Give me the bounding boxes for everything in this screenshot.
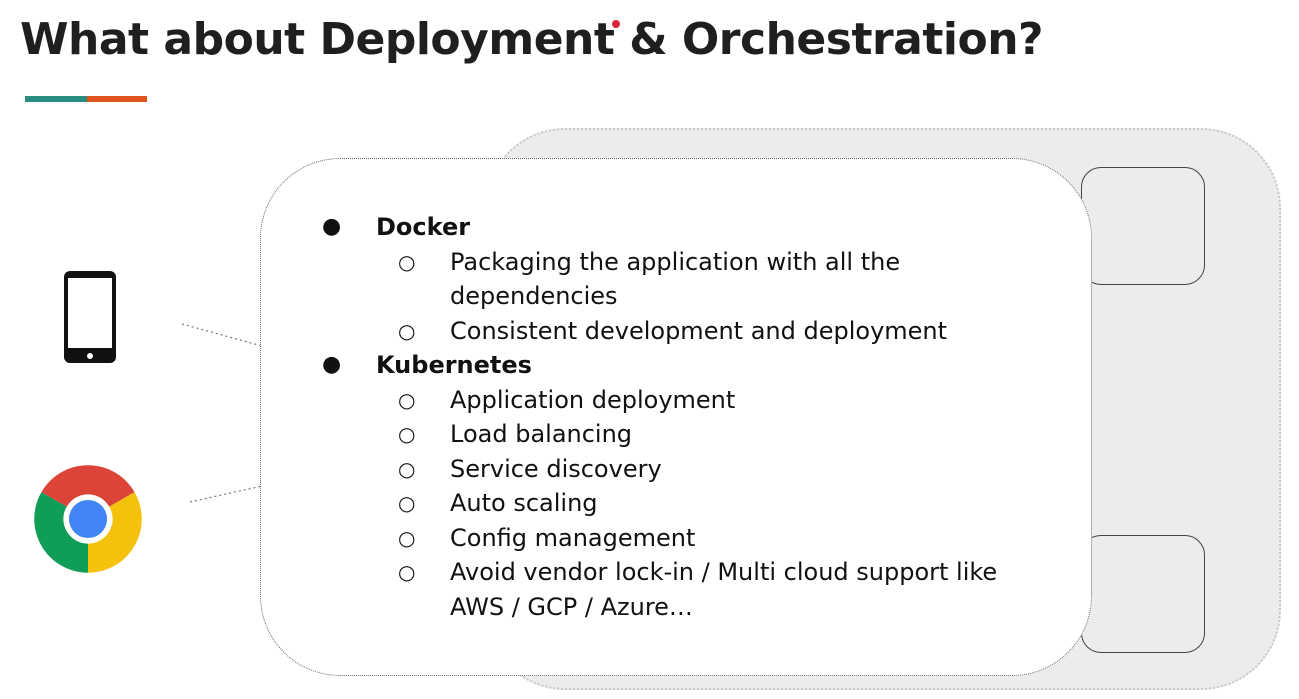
sub-item: ○ Consistent development and deployment: [398, 314, 1050, 349]
bullet-marker: ●: [322, 352, 342, 377]
sub-item: ○ Load balancing: [398, 417, 1050, 452]
sub-item-text: Auto scaling: [450, 489, 598, 517]
bullet-label: Docker: [376, 213, 471, 241]
smartphone-icon: [64, 271, 116, 363]
connector-browser: [189, 485, 263, 503]
sub-list-kubernetes: ○Application deployment ○Load balancing …: [322, 383, 1050, 625]
sub-marker: ○: [398, 318, 416, 343]
sub-marker: ○: [398, 491, 416, 515]
server-box-top: [1081, 167, 1205, 285]
chrome-browser-icon: [34, 465, 142, 573]
accent-bar-orange: [87, 96, 147, 102]
sub-item-text: Service discovery: [450, 454, 662, 483]
bullet-list: ● Docker ○ Packaging the application with…: [322, 210, 1050, 624]
sub-item-text: Config management: [450, 523, 696, 552]
server-box-bottom: [1081, 535, 1205, 653]
sub-marker: ○: [398, 422, 416, 446]
laser-pointer-dot: [612, 20, 620, 28]
sub-item: ○ Auto scaling: [398, 486, 1050, 521]
sub-item-text: Load balancing: [450, 420, 633, 448]
sub-item: ○ Avoid vendor lock-in / Multi cloud supp…: [398, 555, 1050, 624]
sub-marker: ○: [398, 249, 416, 274]
slide-title: What about Deployment & Orchestration?: [20, 14, 1044, 65]
sub-marker: ○: [398, 525, 416, 550]
sub-item-text: Avoid vendor lock-in / Multi cloud suppo…: [450, 558, 998, 621]
sub-marker: ○: [398, 560, 416, 584]
sub-marker: ○: [398, 387, 416, 412]
bullet-marker: ●: [322, 214, 342, 239]
client-connectors: [181, 323, 263, 503]
sub-item: ○ Application deployment: [398, 383, 1050, 418]
sub-item-text: Consistent development and deployment: [450, 316, 948, 345]
bullet-docker: ● Docker ○ Packaging the application with…: [322, 210, 1050, 348]
sub-item: ○ Packaging the application with all the …: [398, 245, 1050, 314]
sub-marker: ○: [398, 456, 416, 481]
sub-list-docker: ○ Packaging the application with all the …: [322, 245, 1050, 349]
sub-item: ○ Config management: [398, 521, 1050, 556]
orchestration-callout: [260, 158, 1092, 676]
sub-item-text: Packaging the application with all the d…: [450, 247, 901, 311]
connector-phone: [181, 323, 263, 347]
accent-bar-teal: [25, 96, 87, 102]
sub-item: ○ Service discovery: [398, 452, 1050, 487]
sub-item-text: Application deployment: [450, 385, 736, 414]
bullet-kubernetes: ● Kubernetes ○ Application deployment ○ Lo…: [322, 348, 1050, 624]
bullet-label: Kubernetes: [376, 351, 532, 379]
